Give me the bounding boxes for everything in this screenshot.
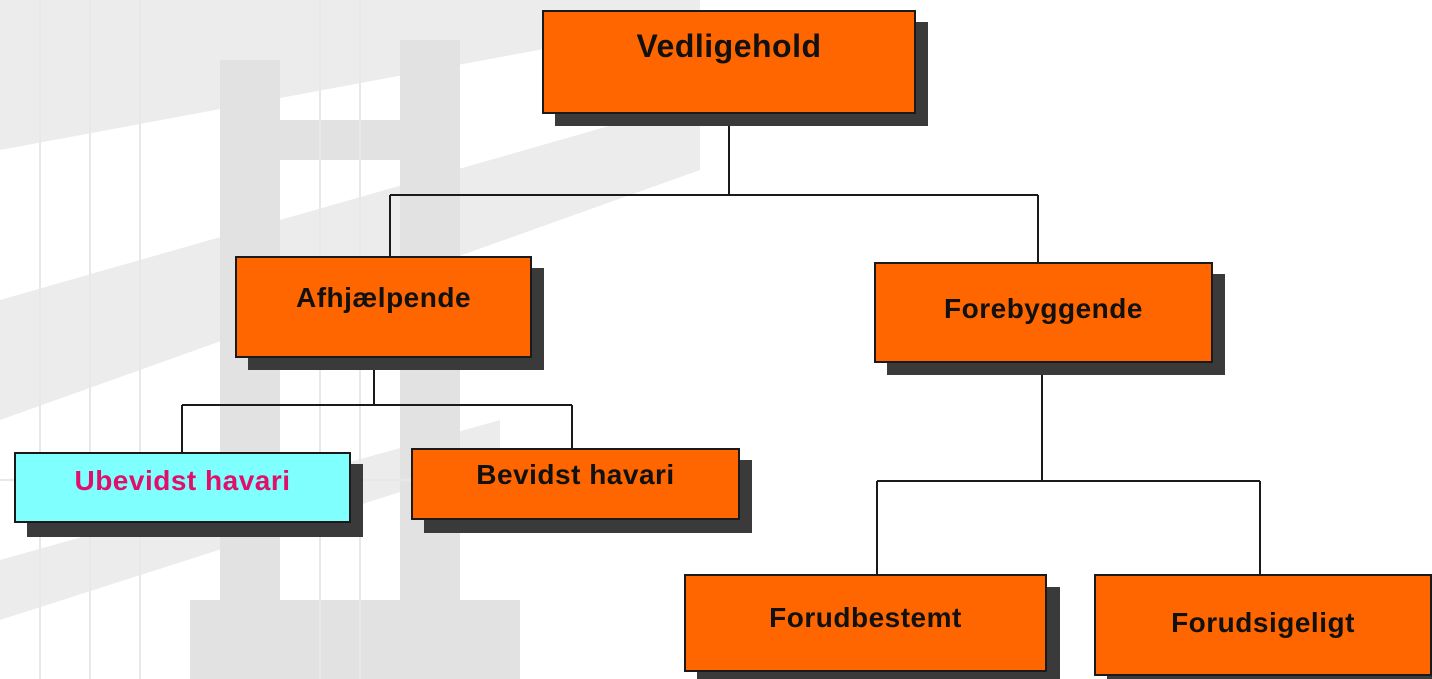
predictive-node-label: Forudsigeligt [1171,607,1355,638]
planned-failure-node-label: Bevidst havari [476,459,675,490]
predictive-node: Forudsigeligt [1094,574,1432,676]
predetermined-node-label: Forudbestemt [769,602,962,633]
corrective-node-label: Afhjælpende [295,282,472,313]
unplanned-failure-node-label: Ubevidst havari [74,464,291,496]
planned-failure-node: Bevidst havari [411,448,740,520]
preventive-node: Forebyggende [874,262,1213,363]
predetermined-node: Forudbestemt [684,574,1047,672]
bridge-background-image [0,0,700,679]
corrective-node: Afhjælpende [235,256,532,358]
root-node: Vedligehold [542,10,916,114]
unplanned-failure-node: Ubevidst havari [14,452,351,523]
preventive-node-label: Forebyggende [944,292,1143,324]
root-node-label: Vedligehold [636,27,822,64]
